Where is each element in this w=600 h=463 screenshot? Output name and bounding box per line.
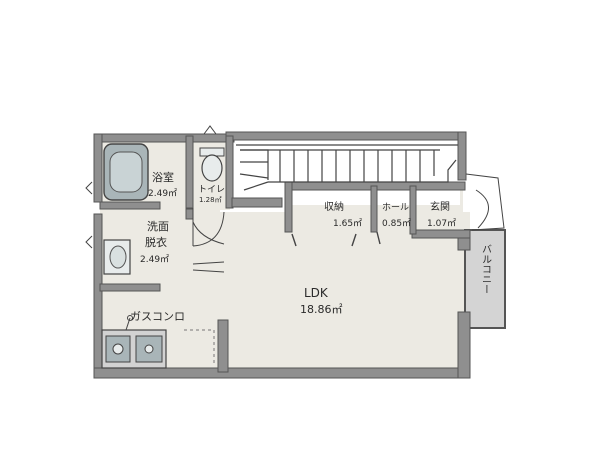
storage-name: 収納 (324, 200, 344, 213)
entry-name: 玄関 (430, 200, 450, 213)
kitchen-label: ガスコンロ (130, 310, 185, 323)
hall-area: 0.85㎡ (382, 218, 411, 229)
wash-name-2: 脱衣 (145, 235, 167, 249)
entry-door (465, 173, 505, 231)
toilet-name: トイレ (198, 185, 225, 195)
ldk-area: 18.86㎡ (300, 303, 343, 316)
storage-area: 1.65㎡ (333, 218, 362, 229)
bathtub (103, 143, 149, 201)
wash-name-1: 洗面 (147, 220, 169, 233)
wash-area: 2.49㎡ (140, 254, 169, 265)
toilet-area: 1.28㎡ (199, 196, 222, 204)
walls (93, 131, 471, 379)
wash-door (192, 221, 225, 273)
door-markers (85, 125, 217, 249)
entry-area: 1.07㎡ (427, 218, 456, 229)
staircase (236, 144, 458, 191)
balcony-floor (464, 229, 506, 329)
bath-name: 浴室 (152, 170, 174, 184)
bath-area: 2.49㎡ (148, 188, 177, 199)
kitchen-counter (101, 315, 215, 369)
storage-doors (291, 231, 381, 247)
hall-name: ホール (382, 202, 409, 213)
toilet-door (192, 208, 225, 247)
toilet-fixture (199, 147, 225, 182)
balcony-label: バルコニー (480, 244, 492, 294)
stair-area (232, 140, 460, 205)
washbasin (103, 239, 131, 275)
ldk-name: LDK (304, 286, 329, 300)
